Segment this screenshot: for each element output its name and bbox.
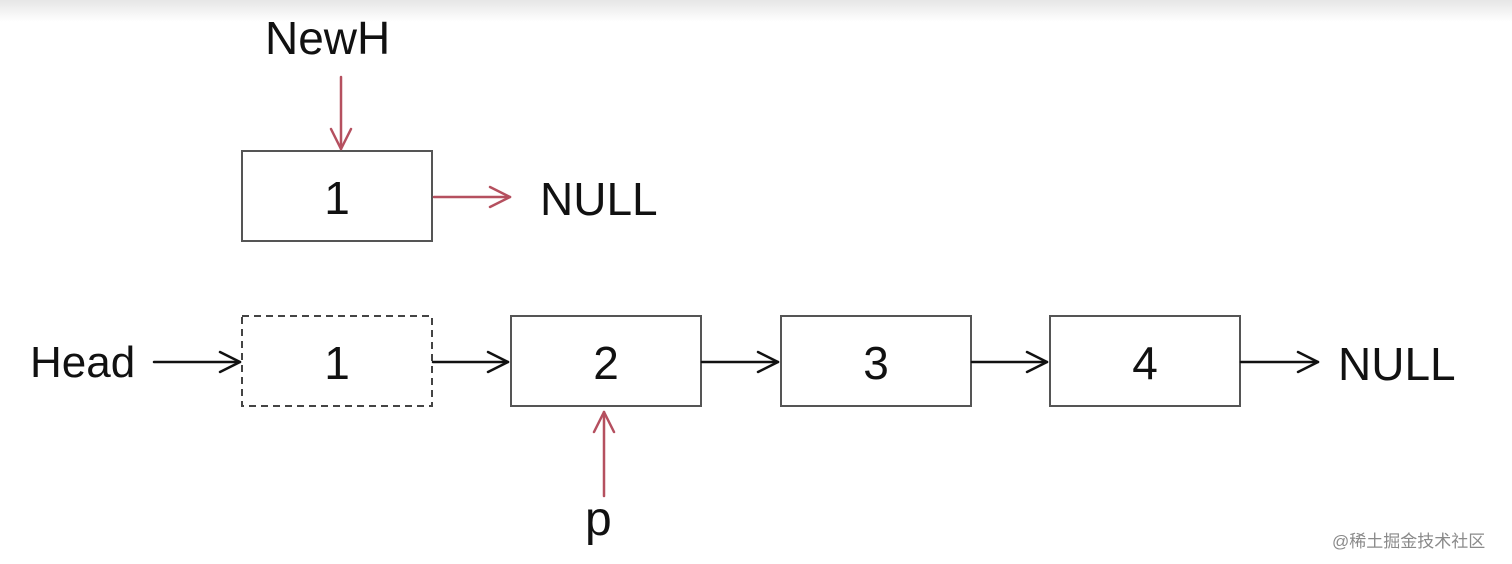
node-2-value: 2 xyxy=(593,337,619,389)
watermark: @稀土掘金技术社区 xyxy=(1332,532,1486,551)
link-arrow-2-to-3 xyxy=(700,350,780,374)
removed-node-box xyxy=(241,315,433,407)
p-pointer-arrow xyxy=(592,410,616,498)
p-label: p xyxy=(585,493,612,546)
link-arrow-1-to-2 xyxy=(431,350,510,374)
null-label-top: NULL xyxy=(540,173,658,225)
new-node-to-null-arrow xyxy=(432,185,512,209)
removed-node-value: 1 xyxy=(324,337,350,389)
node-4-value: 4 xyxy=(1132,337,1158,389)
new-node-box xyxy=(241,150,433,242)
null-label-bottom: NULL xyxy=(1338,338,1456,390)
head-arrow xyxy=(152,350,242,374)
new-node-value: 1 xyxy=(324,172,350,224)
head-label: Head xyxy=(30,338,136,387)
node-3-value: 3 xyxy=(863,337,889,389)
node-2-box xyxy=(510,315,702,407)
newh-label: NewH xyxy=(265,12,391,64)
link-arrow-3-to-4 xyxy=(970,350,1049,374)
top-shade xyxy=(0,0,1512,22)
node-3-box xyxy=(780,315,972,407)
newh-pointer-arrow xyxy=(329,75,353,151)
link-arrow-4-to-null xyxy=(1239,350,1320,374)
node-4-box xyxy=(1049,315,1241,407)
